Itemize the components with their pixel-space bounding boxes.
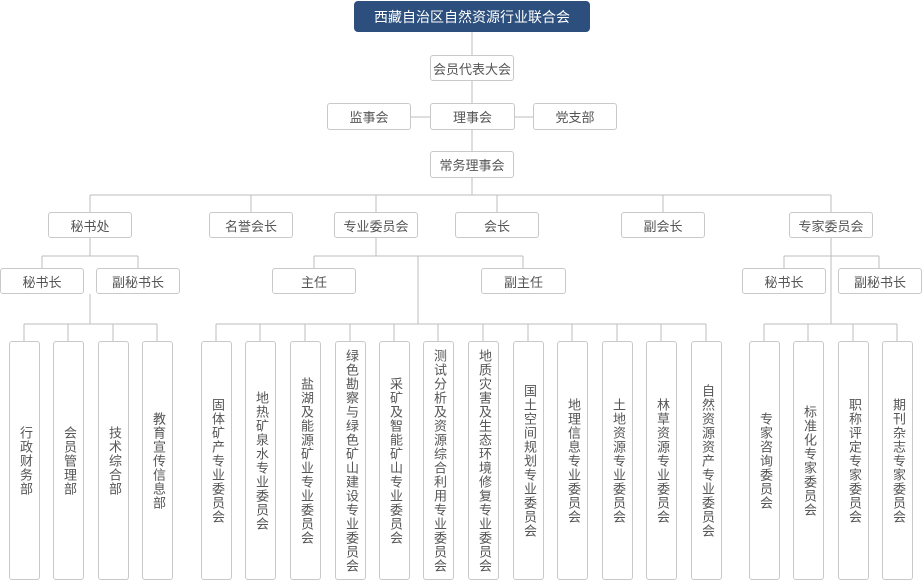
expert-committee-item: 标准化专家委员会 (793, 341, 824, 580)
professional-committee-item: 土地资源专业委员会 (602, 341, 633, 580)
expert-committee-item: 职称评定专家委员会 (838, 341, 869, 580)
professional-committee-item: 固体矿产专业委员会 (201, 341, 232, 580)
professional-committee-item: 自然资源资产专业委员会 (691, 341, 722, 580)
general-assembly-box: 会员代表大会 (430, 55, 514, 81)
honorary-president-box: 名誉会长 (209, 212, 293, 238)
expert-committee-box: 专家委员会 (789, 212, 873, 238)
professional-committee-item: 绿色勘察与绿色矿山建设专业委员会 (335, 341, 366, 580)
professional-committee-item: 地质灾害及生态环境修复专业委员会 (468, 341, 499, 580)
professional-committee-item: 地热矿泉水专业委员会 (245, 341, 276, 580)
president-box: 会长 (455, 212, 539, 238)
professional-director-box: 主任 (272, 268, 356, 294)
experts-deputy-secretary-general-box: 副秘书长 (838, 268, 922, 294)
department-box: 会员管理部 (53, 341, 84, 580)
secretariat-box: 秘书处 (48, 212, 132, 238)
professional-deputy-director-box: 副主任 (481, 268, 566, 294)
professional-committee-item: 盐湖及能源矿业专业委员会 (290, 341, 321, 580)
secretariat-deputy-secretary-general-box: 副秘书长 (96, 268, 180, 294)
professional-committee-item: 采矿及智能矿山专业委员会 (379, 341, 410, 580)
professional-committee-item: 测试分析及资源综合利用专业委员会 (423, 341, 454, 580)
professional-committee-item: 林草资源专业委员会 (646, 341, 677, 580)
professional-committee-item: 地理信息专业委员会 (557, 341, 588, 580)
expert-committee-item: 专家咨询委员会 (749, 341, 780, 580)
expert-committee-item: 期刊杂志专家委员会 (882, 341, 913, 580)
department-box: 技术综合部 (98, 341, 129, 580)
party-branch-box: 党支部 (533, 103, 617, 130)
council-box: 理事会 (430, 103, 515, 130)
professional-committee-box: 专业委员会 (334, 212, 418, 238)
secretariat-secretary-general-box: 秘书长 (0, 268, 84, 294)
supervisory-board-box: 监事会 (327, 103, 411, 130)
department-box: 教育宣传信息部 (142, 341, 173, 580)
department-box: 行政财务部 (9, 341, 40, 580)
vice-president-box: 副会长 (621, 212, 705, 238)
experts-secretary-general-box: 秘书长 (742, 268, 826, 294)
org-root: 西藏自治区自然资源行业联合会 (354, 1, 590, 32)
professional-committee-item: 国土空间规划专业委员会 (513, 341, 544, 580)
standing-council-box: 常务理事会 (430, 151, 514, 178)
